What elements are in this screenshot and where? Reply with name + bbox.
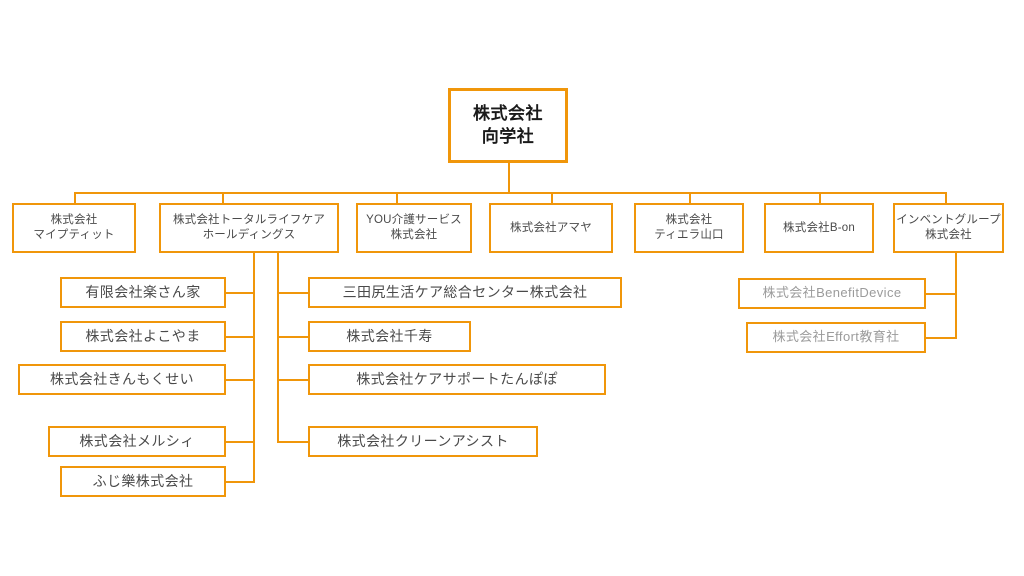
connector-drop-div-4 bbox=[551, 192, 553, 204]
connector-drop-div-6 bbox=[819, 192, 821, 204]
node-child-fujiraku[interactable]: ふじ樂株式会社 bbox=[60, 466, 226, 497]
node-child-senju[interactable]: 株式会社千寿 bbox=[308, 321, 471, 352]
node-division-label: インベントグループ 株式会社 bbox=[896, 214, 1001, 241]
node-division-maypetit[interactable]: 株式会社 マイプティット bbox=[12, 203, 136, 253]
connector-branch-right-1 bbox=[926, 293, 957, 295]
node-child-merci[interactable]: 株式会社メルシィ bbox=[48, 426, 226, 457]
connector-branch-middle-2 bbox=[277, 336, 309, 338]
connector-drop-div-7 bbox=[945, 192, 947, 204]
node-division-label: 株式会社 ティエラ山口 bbox=[654, 214, 724, 241]
node-child-rakusanke[interactable]: 有限会社楽さん家 bbox=[60, 277, 226, 308]
node-division-label: 株式会社 マイプティット bbox=[33, 214, 115, 241]
connector-trunk-middle bbox=[277, 251, 279, 442]
node-child-label: 有限会社楽さん家 bbox=[85, 284, 201, 301]
node-division-label: 株式会社B-on bbox=[783, 221, 855, 234]
node-division-label: 株式会社トータルライフケア ホールディングス bbox=[172, 214, 326, 241]
node-root[interactable]: 株式会社 向学社 bbox=[448, 88, 568, 163]
node-division-label: YOU介護サービス 株式会社 bbox=[366, 214, 462, 241]
connector-branch-left-4 bbox=[226, 441, 255, 443]
connector-drop-div-3 bbox=[396, 192, 398, 204]
connector-trunk-left bbox=[253, 251, 255, 483]
connector-branch-left-1 bbox=[226, 292, 255, 294]
node-division-invent-group[interactable]: インベントグループ 株式会社 bbox=[893, 203, 1004, 253]
connector-branch-middle-1 bbox=[277, 292, 309, 294]
node-child-label: 株式会社BenefitDevice bbox=[762, 285, 902, 301]
node-child-label: 株式会社ケアサポートたんぽぽ bbox=[356, 371, 558, 388]
node-child-label: ふじ樂株式会社 bbox=[92, 473, 194, 490]
node-child-label: 株式会社メルシィ bbox=[79, 433, 195, 450]
node-child-label: 株式会社きんもくせい bbox=[50, 371, 194, 388]
node-root-label: 株式会社 向学社 bbox=[473, 104, 543, 146]
node-division-amaya[interactable]: 株式会社アマヤ bbox=[489, 203, 613, 253]
connector-branch-right-2 bbox=[926, 337, 957, 339]
connector-drop-div-5 bbox=[689, 192, 691, 204]
node-child-yokoyama[interactable]: 株式会社よこやま bbox=[60, 321, 226, 352]
node-child-kinmokusei[interactable]: 株式会社きんもくせい bbox=[18, 364, 226, 395]
node-child-label: 株式会社Effort教育社 bbox=[772, 329, 900, 345]
connector-branch-middle-4 bbox=[277, 441, 309, 443]
node-child-label: 株式会社クリーンアシスト bbox=[337, 433, 509, 450]
connector-branch-left-2 bbox=[226, 336, 255, 338]
connector-level1-bus bbox=[74, 192, 946, 194]
connector-drop-div-1 bbox=[74, 192, 76, 204]
connector-branch-left-3 bbox=[226, 379, 255, 381]
node-division-label: 株式会社アマヤ bbox=[510, 221, 592, 234]
node-child-benefit-device[interactable]: 株式会社BenefitDevice bbox=[738, 278, 926, 309]
node-child-label: 株式会社よこやま bbox=[85, 328, 201, 345]
node-division-b-on[interactable]: 株式会社B-on bbox=[764, 203, 874, 253]
connector-branch-left-5 bbox=[226, 481, 255, 483]
node-child-mitajiri-seikatsu-care[interactable]: 三田尻生活ケア総合センター株式会社 bbox=[308, 277, 622, 308]
node-child-clean-assist[interactable]: 株式会社クリーンアシスト bbox=[308, 426, 538, 457]
connector-root-stem bbox=[508, 163, 510, 194]
node-child-care-support-tanpopo[interactable]: 株式会社ケアサポートたんぽぽ bbox=[308, 364, 606, 395]
node-child-label: 株式会社千寿 bbox=[346, 328, 433, 345]
node-division-tierra-yamaguchi[interactable]: 株式会社 ティエラ山口 bbox=[634, 203, 744, 253]
node-child-effort-kyoikusha[interactable]: 株式会社Effort教育社 bbox=[746, 322, 926, 353]
node-division-total-life-care-holdings[interactable]: 株式会社トータルライフケア ホールディングス bbox=[159, 203, 339, 253]
node-division-you-kaigo-service[interactable]: YOU介護サービス 株式会社 bbox=[356, 203, 472, 253]
connector-branch-middle-3 bbox=[277, 379, 309, 381]
node-child-label: 三田尻生活ケア総合センター株式会社 bbox=[342, 284, 588, 301]
connector-drop-div-2 bbox=[222, 192, 224, 204]
